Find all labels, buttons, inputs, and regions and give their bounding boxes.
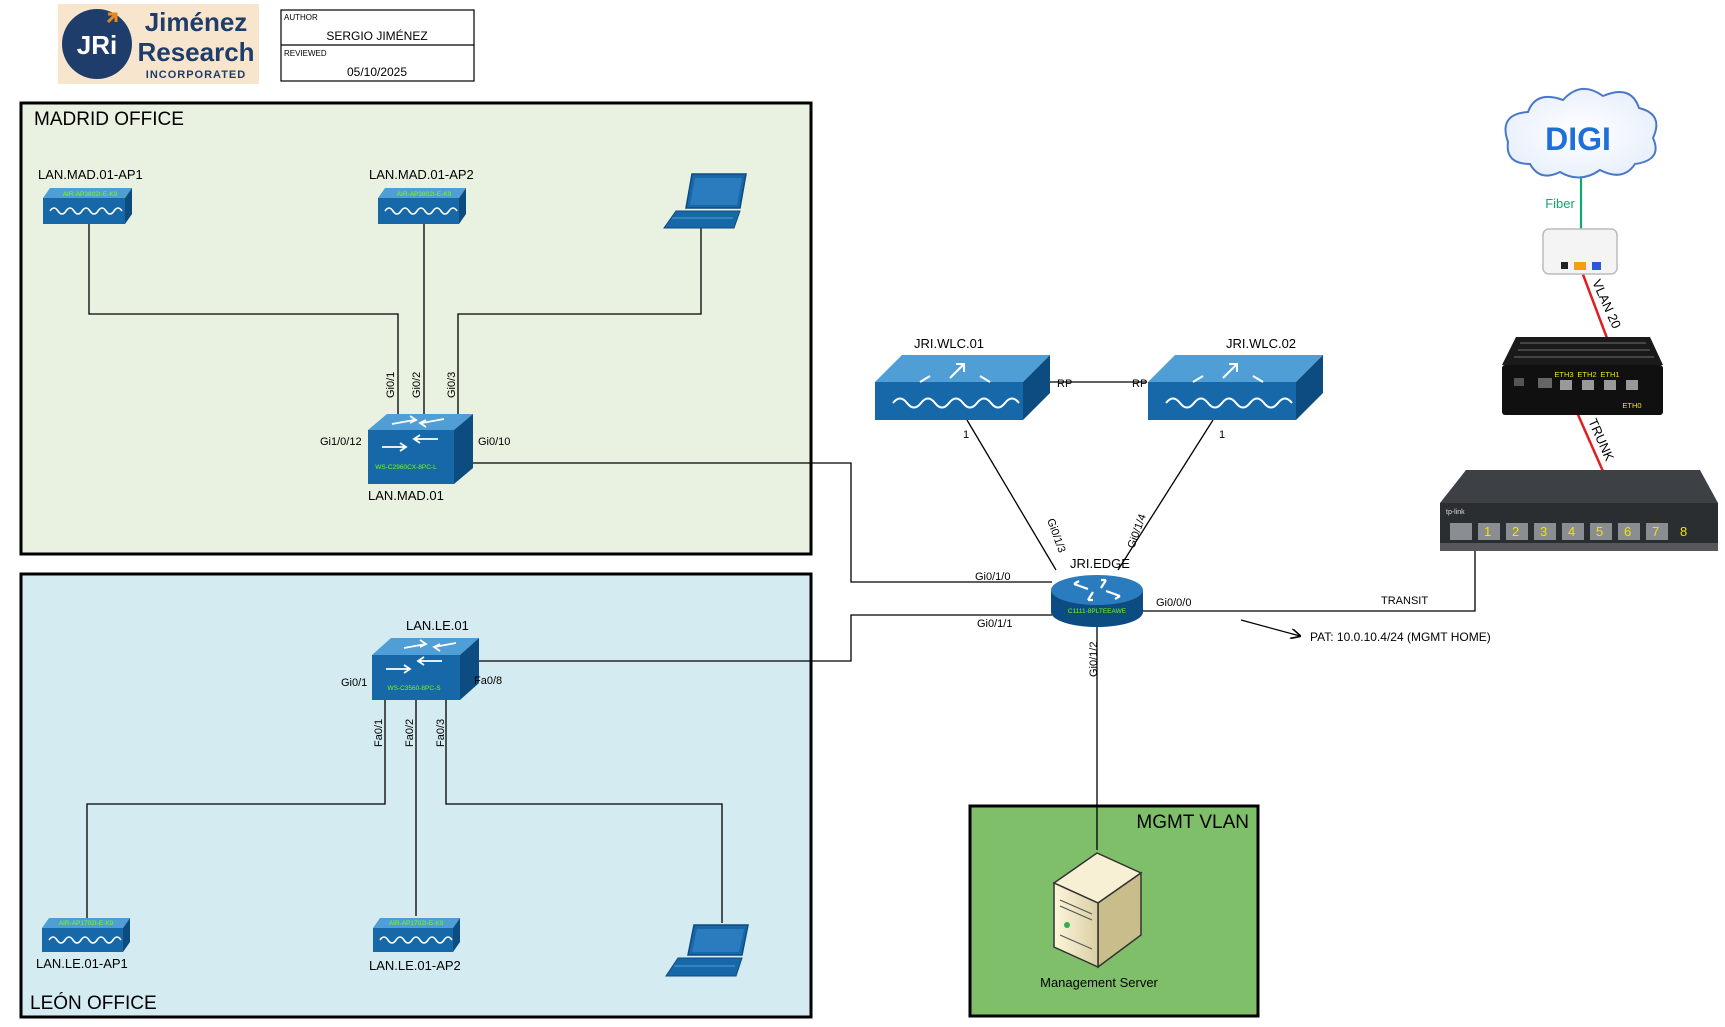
fw-port-eth0: ETH0: [1622, 401, 1641, 410]
sw-port-3: 3: [1540, 524, 1547, 539]
laptop-icon[interactable]: [665, 924, 749, 977]
router-port-gi011: Gi0/1/1: [977, 618, 1012, 630]
wlc2-label: JRI.WLC.02: [1226, 336, 1296, 351]
cloud-icon[interactable]: DIGI: [1504, 88, 1658, 179]
mad-port-gi03: Gi0/3: [446, 372, 458, 398]
server-label: Management Server: [1040, 975, 1158, 990]
logo-line3: INCORPORATED: [146, 69, 246, 81]
le-switch-label: LAN.LE.01: [406, 618, 469, 633]
access-point-icon[interactable]: AIR-AP1702I-E-K9: [42, 918, 130, 952]
router-port-gi010: Gi0/1/0: [975, 571, 1010, 583]
le-port-fa08: Fa0/8: [474, 675, 502, 687]
wlc1-rp-label: RP: [1057, 378, 1072, 390]
sw-port-6: 6: [1624, 524, 1631, 539]
access-point-icon[interactable]: AIR-AP1702I-E-K9: [373, 918, 460, 952]
ap-model-label: AIR-AP3802I-E-K9: [63, 191, 118, 198]
wireless-controller-icon[interactable]: [875, 355, 1050, 420]
logo-mark: JRi: [77, 30, 117, 60]
sw-port-7: 7: [1652, 524, 1659, 539]
mad-port-gi1012: Gi1/0/12: [320, 436, 362, 448]
reviewed-value: 05/10/2025: [347, 65, 407, 79]
access-point-icon[interactable]: AIR-AP3802I-E-K9: [378, 188, 466, 224]
mad-port-gi01: Gi0/1: [385, 372, 397, 398]
reviewed-label: REVIEWED: [284, 49, 327, 58]
le-port-gi01: Gi0/1: [341, 677, 367, 689]
madrid-office-title: MADRID OFFICE: [34, 109, 184, 130]
sw-port-8: 8: [1680, 524, 1687, 539]
laptop-icon[interactable]: [663, 173, 747, 229]
author-label: AUTHOR: [284, 13, 318, 22]
switch-model-label: WS-C3560-8PC-S: [387, 685, 441, 692]
le-port-fa02: Fa0/2: [404, 719, 416, 747]
wlc2-rp-label: RP: [1132, 378, 1147, 390]
tplink-switch-icon[interactable]: tp-link 1 2 3 4 5 6 7 8: [1440, 470, 1718, 551]
switch-icon[interactable]: WS-C2960CX-8PC-L: [368, 414, 473, 484]
wlc1-label: JRI.WLC.01: [914, 336, 984, 351]
le-ap1-label: LAN.LE.01-AP1: [36, 956, 128, 971]
ap-model-label: AIR-AP1702I-E-K9: [389, 920, 444, 927]
router-port-gi012: Gi0/1/2: [1088, 642, 1100, 677]
fw-port-eth1: ETH1: [1600, 370, 1619, 379]
switch-icon[interactable]: WS-C3560-8PC-S: [372, 638, 479, 700]
title-block: AUTHOR SERGIO JIMÉNEZ REVIEWED 05/10/202…: [280, 9, 475, 82]
sw-port-2: 2: [1512, 524, 1519, 539]
fw-port-eth2: ETH2: [1577, 370, 1596, 379]
router-port-gi014: Gi0/1/4: [1126, 513, 1149, 550]
wireless-controller-icon[interactable]: [1148, 355, 1323, 420]
company-logo: JRi Jiménez Research INCORPORATED: [58, 4, 259, 84]
le-port-fa03: Fa0/3: [435, 719, 447, 747]
router-port-gi013: Gi0/1/3: [1044, 517, 1067, 554]
isp-name: DIGI: [1545, 121, 1611, 157]
switch-model-label: WS-C2960CX-8PC-L: [375, 464, 437, 471]
mad-switch-label: LAN.MAD.01: [368, 488, 444, 503]
mad-ap1-label: LAN.MAD.01-AP1: [38, 167, 143, 182]
logo-line2: Research: [137, 37, 254, 67]
author-value: SERGIO JIMÉNEZ: [326, 28, 427, 43]
mgmt-vlan-title: MGMT VLAN: [1136, 812, 1249, 833]
wlc2-port: 1: [1219, 429, 1225, 441]
fiber-label: Fiber: [1545, 196, 1575, 211]
transit-label: TRANSIT: [1381, 595, 1428, 607]
wlc1-port: 1: [963, 429, 969, 441]
ap-model-label: AIR-AP3802I-E-K9: [397, 191, 452, 198]
router-model-label: C1111-8PLTEEAWE: [1068, 608, 1127, 615]
router-icon[interactable]: C1111-8PLTEEAWE: [1051, 575, 1143, 627]
le-port-fa01: Fa0/1: [373, 719, 385, 747]
access-point-icon[interactable]: AIR-AP3802I-E-K9: [43, 188, 132, 224]
mad-ap2-label: LAN.MAD.01-AP2: [369, 167, 474, 182]
ont-modem-icon[interactable]: [1542, 228, 1618, 275]
leon-office-title: LEÓN OFFICE: [30, 992, 157, 1014]
switch-brand: tp-link: [1446, 509, 1465, 516]
le-ap2-label: LAN.LE.01-AP2: [369, 958, 461, 973]
ap-model-label: AIR-AP1702I-E-K9: [59, 920, 114, 927]
fw-port-eth3: ETH3: [1554, 370, 1573, 379]
mad-port-gi02: Gi0/2: [411, 372, 423, 398]
sw-port-1: 1: [1484, 524, 1491, 539]
mad-port-gi010: Gi0/10: [478, 436, 510, 448]
sw-port-4: 4: [1568, 524, 1575, 539]
server-icon[interactable]: [1052, 852, 1143, 969]
router-port-gi000: Gi0/0/0: [1156, 597, 1191, 609]
sw-port-5: 5: [1596, 524, 1603, 539]
pat-label: PAT: 10.0.10.4/24 (MGMT HOME): [1310, 630, 1491, 644]
logo-line1: Jiménez: [145, 7, 248, 37]
router-label: JRI.EDGE: [1070, 556, 1130, 571]
firewall-icon[interactable]: ETH3 ETH2 ETH1 ETH0: [1502, 337, 1663, 415]
